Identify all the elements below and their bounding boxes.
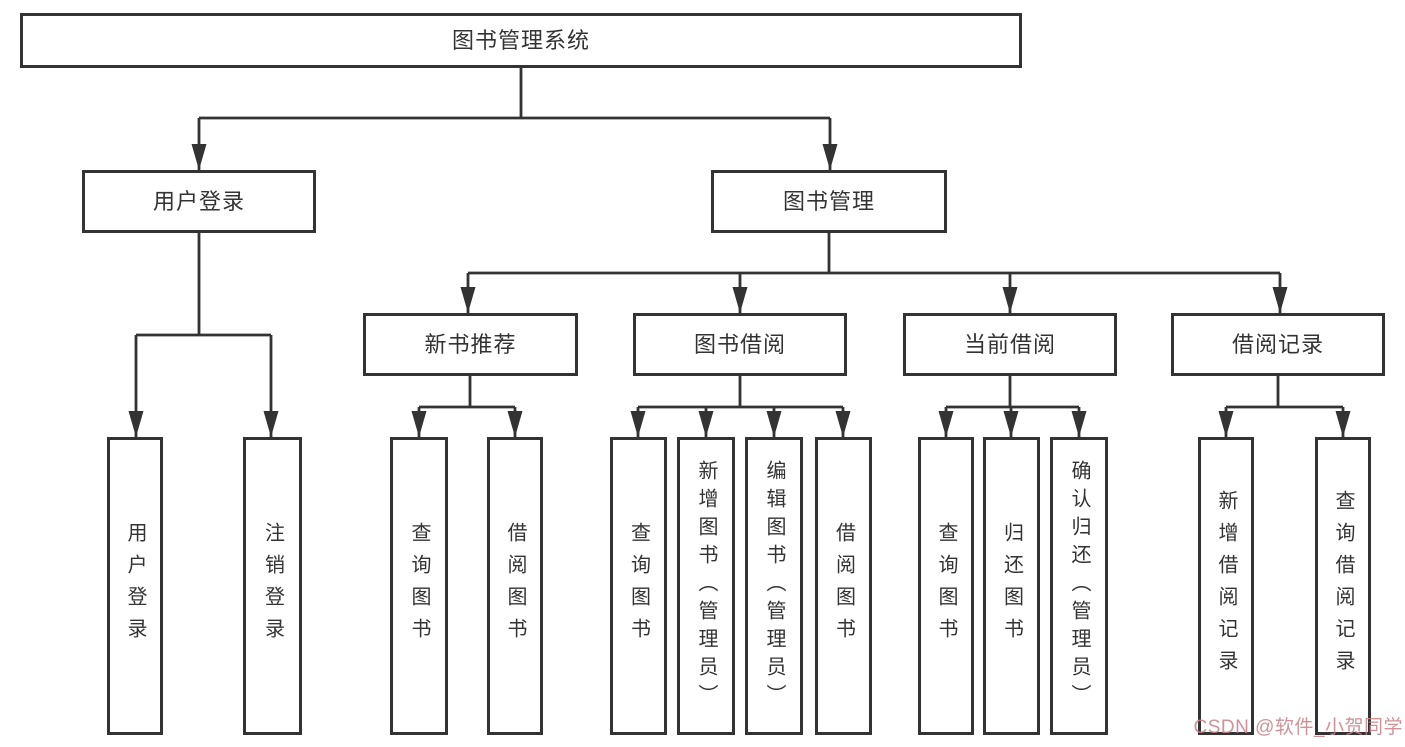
node-library-management-system: 图书管理系统 [20, 13, 1022, 68]
leaf-user-login: 用户登录 [107, 437, 163, 735]
leaf-current-confirm-return-admin: 确认归还（管理员） [1050, 437, 1108, 735]
leaf-borrow-add-books-admin: 新增图书（管理员） [677, 437, 735, 735]
leaf-recommend-query-books: 查询图书 [390, 437, 448, 735]
leaf-logout: 注销登录 [243, 437, 302, 735]
node-book-borrow: 图书借阅 [633, 313, 847, 376]
csdn-watermark: CSDN @软件_小贺同学 [1193, 717, 1403, 738]
node-book-management: 图书管理 [711, 170, 947, 233]
leaf-record-add-borrow-record: 新增借阅记录 [1198, 437, 1254, 735]
leaf-current-return-books: 归还图书 [983, 437, 1040, 735]
node-current-borrow: 当前借阅 [903, 313, 1117, 376]
node-new-book-recommend: 新书推荐 [363, 313, 578, 376]
leaf-record-query-borrow-record: 查询借阅记录 [1315, 437, 1371, 735]
leaf-borrow-query-books: 查询图书 [610, 437, 667, 735]
connector-trunk-segments [136, 68, 1343, 409]
node-borrow-record: 借阅记录 [1171, 313, 1385, 376]
node-user-login: 用户登录 [82, 170, 316, 233]
leaf-borrow-borrow-books: 借阅图书 [815, 437, 872, 735]
leaf-current-query-books: 查询图书 [918, 437, 974, 735]
leaf-recommend-borrow-books: 借阅图书 [487, 437, 543, 735]
leaf-borrow-edit-books-admin: 编辑图书（管理员） [745, 437, 803, 735]
